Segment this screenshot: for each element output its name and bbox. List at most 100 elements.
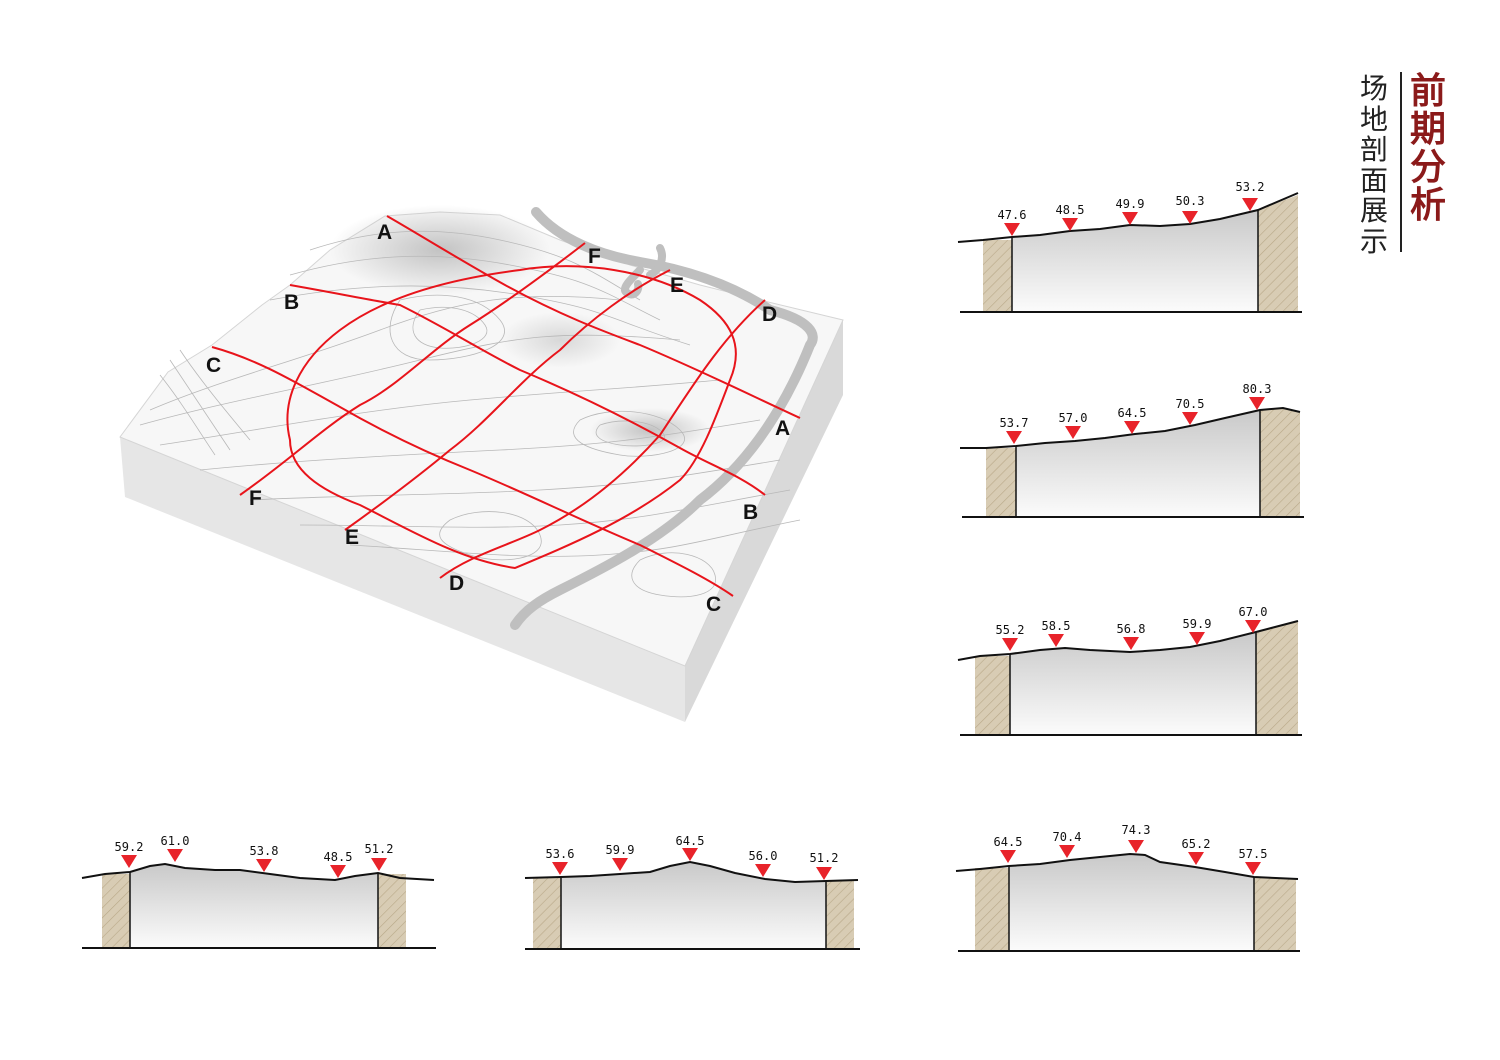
elevation-value: 56.8 xyxy=(1117,622,1146,636)
section-loop xyxy=(286,265,737,570)
soil-hatch-right xyxy=(378,874,406,947)
elevation-marker-icon xyxy=(1123,637,1139,650)
section-label-e-start: E xyxy=(670,274,684,297)
hill-shade xyxy=(330,205,550,295)
elevation-marker-icon xyxy=(1048,634,1064,647)
section-label-c-end: C xyxy=(706,593,721,616)
soil-hatch-left xyxy=(975,656,1010,734)
elevation-marker-icon xyxy=(167,849,183,862)
soil-hatch-right xyxy=(826,881,854,948)
elevation-marker-icon xyxy=(1182,211,1198,224)
section-lines xyxy=(211,215,801,597)
section-label-b-end: B xyxy=(743,501,758,524)
hill-shade xyxy=(500,312,620,368)
section-d-d: 64.5 70.4 74.3 65.2 57.5 xyxy=(955,823,1300,952)
elevation-value: 51.2 xyxy=(365,842,394,856)
model-front-face xyxy=(120,437,685,722)
title-char: 分 xyxy=(1409,146,1446,188)
elevation-value: 70.4 xyxy=(1053,830,1082,844)
elevation-value: 55.2 xyxy=(996,623,1025,637)
elevation-marker-icon xyxy=(1128,840,1144,853)
elevation-marker-icon xyxy=(1002,638,1018,651)
section-label-d-end: D xyxy=(449,572,464,595)
terrain-model: A B C F E D A B C F E D xyxy=(119,205,844,722)
elevation-value: 49.9 xyxy=(1116,197,1145,211)
soil-hatch-right xyxy=(1260,408,1300,516)
elevation-value: 67.0 xyxy=(1239,605,1268,619)
subtitle-char: 面 xyxy=(1359,163,1388,197)
title-divider xyxy=(1400,72,1402,252)
soil-hatch-left xyxy=(533,878,561,948)
elevation-value: 53.6 xyxy=(546,847,575,861)
elevation-value: 61.0 xyxy=(161,834,190,848)
page-subtitle: 场 地 剖 面 展 示 xyxy=(1354,73,1394,258)
elevation-marker-icon xyxy=(121,855,137,868)
elevation-marker-icon xyxy=(1249,397,1265,410)
section-label-a-end: A xyxy=(775,417,790,440)
ground-profile-line xyxy=(524,860,859,884)
section-label-d-start: D xyxy=(762,303,777,326)
elevation-value: 53.7 xyxy=(1000,416,1029,430)
soil-hatch-right xyxy=(1258,195,1298,311)
subtitle-char: 地 xyxy=(1359,102,1388,136)
road-branch xyxy=(621,244,666,299)
elevation-value: 56.0 xyxy=(749,849,778,863)
road xyxy=(510,207,818,630)
elevation-value: 50.3 xyxy=(1176,194,1205,208)
elevation-marker-icon xyxy=(1245,620,1261,633)
elevation-marker-icon xyxy=(1062,218,1078,231)
soil-hatch-right xyxy=(1254,878,1296,950)
subtitle-char: 示 xyxy=(1359,224,1388,258)
page-title: 前 期 分 析 xyxy=(1404,72,1452,224)
elevation-marker-icon xyxy=(1004,223,1020,236)
elevation-value: 80.3 xyxy=(1243,382,1272,396)
elevation-value: 59.9 xyxy=(606,843,635,857)
elevation-value: 47.6 xyxy=(998,208,1027,222)
section-e-e: 53.6 59.9 64.5 56.0 51.2 xyxy=(524,834,860,950)
subtitle-char: 展 xyxy=(1359,194,1388,227)
elevation-value: 57.0 xyxy=(1059,411,1088,425)
title-char: 前 xyxy=(1409,70,1446,112)
section-a-a: 47.6 48.5 49.9 50.3 53.2 xyxy=(957,180,1302,313)
section-line-f xyxy=(239,242,586,496)
elevation-value: 59.2 xyxy=(115,840,144,854)
ground-profile-line xyxy=(81,862,435,882)
elevation-value: 59.9 xyxy=(1183,617,1212,631)
elevation-marker-icon xyxy=(1124,421,1140,434)
ground-profile-line xyxy=(960,406,1301,449)
elevation-value: 74.3 xyxy=(1122,823,1151,837)
section-b-b: 53.7 57.0 64.5 70.5 80.3 xyxy=(960,382,1304,518)
section-label-f-end: F xyxy=(249,487,262,510)
elevation-marker-icon xyxy=(552,862,568,875)
elevation-value: 58.5 xyxy=(1042,619,1071,633)
elevation-marker-icon xyxy=(755,864,771,877)
soil-hatch-right xyxy=(1256,621,1298,734)
ground-profile-line xyxy=(957,192,1299,243)
elevation-marker-icon xyxy=(1189,632,1205,645)
section-c-c: 55.2 58.5 56.8 59.9 67.0 xyxy=(957,605,1302,736)
section-label-b-start: B xyxy=(284,291,299,314)
section-f-f: 59.2 61.0 53.8 48.5 51.2 xyxy=(81,834,436,949)
elevation-marker-icon xyxy=(1122,212,1138,225)
elevation-marker-icon xyxy=(1188,852,1204,865)
elevation-marker-icon xyxy=(330,865,346,878)
section-line-e xyxy=(344,269,671,531)
elevation-value: 64.5 xyxy=(676,834,705,848)
elevation-value: 64.5 xyxy=(994,835,1023,849)
ground-profile-fill xyxy=(130,864,378,947)
subtitle-char: 剖 xyxy=(1359,133,1388,166)
section-label-e-end: E xyxy=(345,526,359,549)
ground-profile-fill xyxy=(1009,854,1254,950)
soil-hatch-left xyxy=(975,868,1009,950)
ground-profile-line xyxy=(955,852,1299,880)
elevation-marker-icon xyxy=(1000,850,1016,863)
elevation-value: 53.8 xyxy=(250,844,279,858)
title-char: 析 xyxy=(1409,184,1446,226)
elevation-markers xyxy=(1004,198,1258,236)
elevation-marker-icon xyxy=(612,858,628,871)
ground-profile-fill xyxy=(1016,410,1260,516)
soil-hatch-left xyxy=(983,240,1012,311)
ground-profile-fill xyxy=(1012,210,1258,311)
section-label-a-start: A xyxy=(377,221,392,244)
